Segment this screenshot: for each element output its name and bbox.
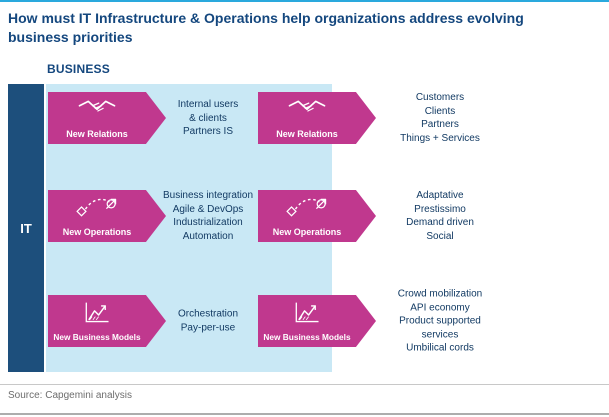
business-outcome-text-operations: Adaptative Prestissimo Demand driven Soc…: [406, 190, 474, 242]
arrow-new-operations-left: New Operations: [48, 190, 166, 242]
dashed-arrow-icon: [258, 195, 356, 218]
dashed-arrow-icon: [48, 195, 146, 218]
arrow-new-business-models-right: New Business Models: [258, 295, 376, 347]
handshake-icon: [258, 97, 356, 118]
arrow-label: New Relations: [66, 129, 128, 139]
it-axis-label: IT: [20, 220, 32, 236]
arrow-label: New Business Models: [263, 332, 351, 342]
business-outcome-text-relations: Customers Clients Partners Things + Serv…: [400, 92, 480, 144]
arrow-new-relations-right: New Relations: [258, 92, 376, 144]
it-offer-text-operations: Business integration Agile & DevOps Indu…: [162, 190, 254, 242]
arrow-new-operations-right: New Operations: [258, 190, 376, 242]
source-caption: Source: Capgemini analysis: [8, 390, 132, 401]
footer-divider-top: [0, 384, 609, 385]
it-offer-text-business-models: Orchestration Pay-per-use: [177, 308, 239, 334]
business-axis-label: BUSINESS: [47, 62, 110, 76]
arrow-label: New Operations: [62, 227, 132, 237]
page-title: How must IT Infrastructure & Operations …: [8, 10, 524, 45]
top-accent-line: [0, 0, 609, 2]
footer-divider-bottom: [0, 413, 609, 415]
growth-chart-icon: [258, 300, 356, 325]
arrow-new-business-models-left: New Business Models: [48, 295, 166, 347]
business-outcome-text-business-models: Crowd mobilization API economy Product s…: [397, 288, 483, 354]
growth-chart-icon: [48, 300, 146, 325]
it-offer-text-relations: Internal users & clients Partners IS: [177, 98, 239, 137]
arrow-label: New Operations: [272, 227, 342, 237]
arrow-new-relations-left: New Relations: [48, 92, 166, 144]
arrow-label: New Business Models: [53, 332, 141, 342]
arrow-label: New Relations: [276, 129, 338, 139]
handshake-icon: [48, 97, 146, 118]
it-axis-bar: IT: [8, 84, 44, 372]
